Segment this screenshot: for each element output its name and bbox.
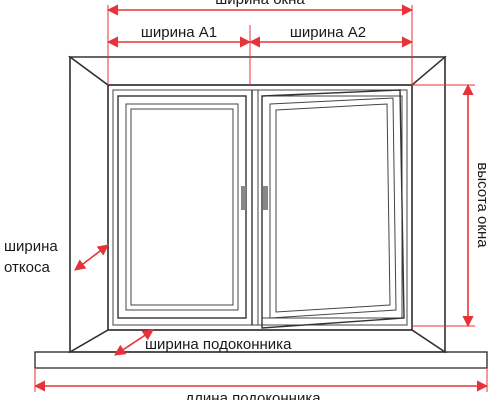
right-sash-open bbox=[261, 89, 405, 329]
sill-width-label: ширина подоконника bbox=[145, 336, 292, 353]
window-frame bbox=[107, 84, 413, 331]
slope-width-label-line1: ширина bbox=[4, 238, 58, 255]
width-a2-label: ширина А2 bbox=[290, 24, 366, 41]
left-handle-icon bbox=[241, 186, 246, 210]
slope-width-arrow bbox=[74, 244, 109, 271]
slope-width-label-line2: откоса bbox=[4, 259, 50, 276]
sash-width-dimensions bbox=[106, 25, 414, 85]
window-height-label: высота окна bbox=[474, 162, 491, 248]
left-sash bbox=[117, 95, 247, 319]
right-handle-icon bbox=[263, 186, 268, 210]
width-a1-label: ширина А1 bbox=[141, 24, 217, 41]
sill-width-arrow bbox=[114, 329, 154, 356]
window-height-dimension bbox=[412, 83, 475, 328]
window-width-label: ширина окна bbox=[215, 0, 305, 8]
window-width-dimension bbox=[106, 4, 414, 85]
sill-length-dimension bbox=[33, 368, 489, 392]
sill-length-label: длина подоконника bbox=[185, 390, 321, 400]
